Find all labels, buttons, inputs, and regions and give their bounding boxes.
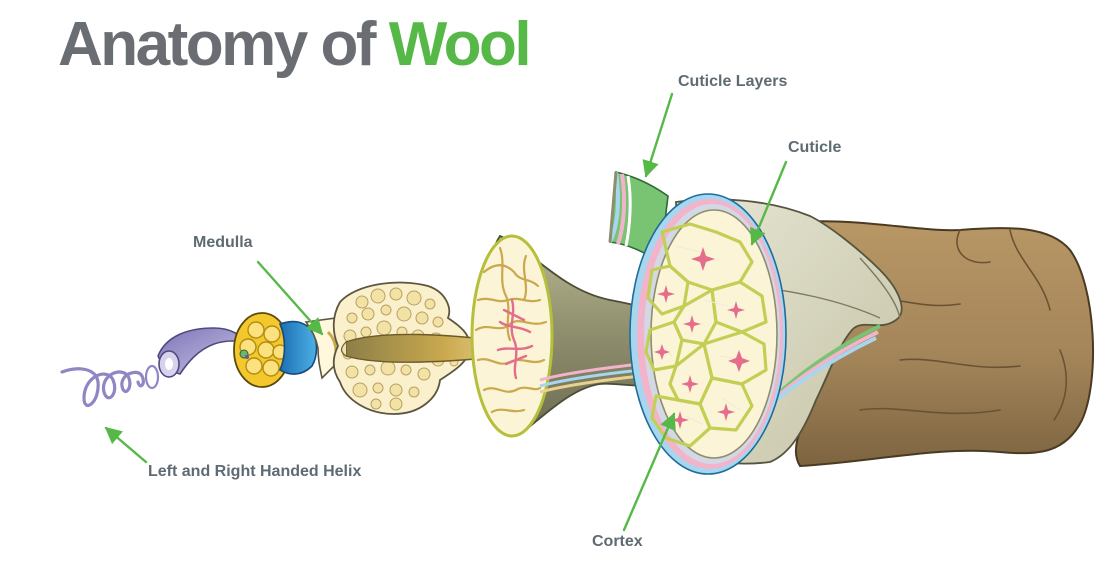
arrow-cuticle xyxy=(750,160,788,246)
arrow-cuticle-layers xyxy=(642,92,674,178)
label-cuticle: Cuticle xyxy=(788,139,842,156)
arrow-helix xyxy=(104,426,148,464)
title-accent-text: Wool xyxy=(388,10,532,79)
label-cortex: Cortex xyxy=(592,533,643,550)
helix-spring xyxy=(60,364,160,407)
label-medulla: Medulla xyxy=(193,234,253,251)
label-helix: Left and Right Handed Helix xyxy=(148,463,362,480)
page-title: Anatomy of Wool xyxy=(58,4,532,86)
cortex-cross-section xyxy=(629,193,787,475)
arrow-medulla xyxy=(256,260,324,336)
title-text: Anatomy of xyxy=(58,10,389,79)
cortex-cell-cluster xyxy=(332,281,509,415)
arrow-cortex xyxy=(622,412,676,532)
protofibril-horn xyxy=(157,327,249,378)
label-cuticle-layers: Cuticle Layers xyxy=(678,73,788,90)
callout-arrows xyxy=(104,92,788,532)
